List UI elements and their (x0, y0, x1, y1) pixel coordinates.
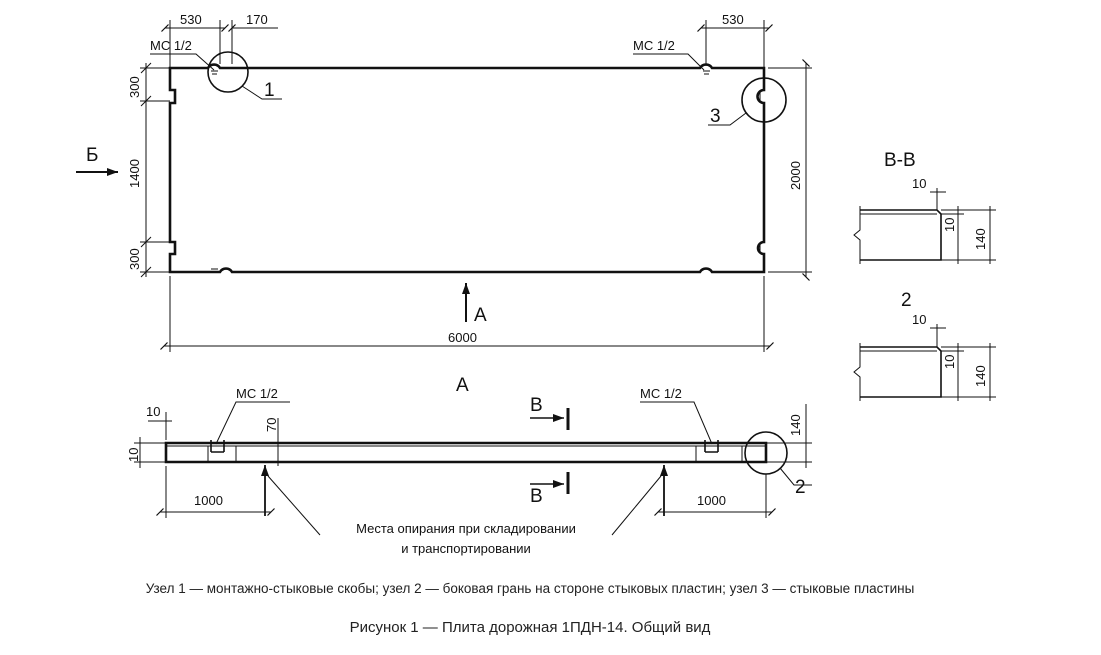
side-view-a: А МС 1/2 МС 1/2 10 10 70 140 (126, 375, 812, 556)
bracket-mark-top-right (703, 70, 710, 75)
dim-170: 170 (246, 12, 268, 27)
bracket-side-left (210, 440, 225, 453)
node-2-detail: 2 10 10 140 (853, 290, 996, 401)
dim-530-right: 530 (722, 12, 744, 27)
figure-title: Рисунок 1 — Плита дорожная 1ПДН-14. Общи… (349, 619, 711, 636)
dim-300-top: 300 (127, 76, 142, 98)
break-line-vv (853, 206, 861, 264)
dim-140: 140 (788, 414, 803, 436)
view-arrow-b-label: Б (86, 145, 98, 166)
bracket-side-right (704, 440, 719, 453)
figure-note: Узел 1 — монтажно-стыковые скобы; узел 2… (145, 581, 915, 596)
node-1-label: 1 (264, 80, 275, 101)
slab-plan-outline (168, 63, 766, 274)
dim-1000-right: 1000 (697, 493, 726, 508)
view-arrow-a-label: А (474, 305, 487, 326)
dim-10-top: 10 (146, 404, 160, 419)
dim-2000: 2000 (788, 161, 803, 190)
node-2-detail-outline (860, 346, 942, 398)
dim-6000: 6000 (448, 330, 477, 345)
dim-10-left: 10 (126, 448, 141, 462)
node-2-dim-10-top: 10 (912, 312, 926, 327)
node-2-label: 2 (795, 477, 806, 498)
node-2-dim-140: 140 (973, 365, 988, 387)
node-3-label: 3 (710, 106, 721, 127)
section-vv: В-В 10 10 140 (853, 150, 996, 264)
node-1-circle (207, 51, 249, 93)
section-vv-dim-10-side: 10 (942, 218, 957, 232)
node-3-circle (741, 77, 787, 123)
section-2-title: 2 (901, 290, 912, 311)
section-vv-dim-10-top: 10 (912, 176, 926, 191)
view-a-title: А (456, 375, 469, 396)
ms-label-top-right: МС 1/2 (633, 38, 675, 53)
section-vv-title: В-В (884, 150, 916, 171)
node-2-dim-10-side: 10 (942, 355, 957, 369)
section-vv-outline (860, 209, 942, 261)
ms-label-side-left: МС 1/2 (236, 386, 278, 401)
plan-view: 530 170 530 МС 1/2 МС 1/2 1 3 300 1400 3… (76, 12, 812, 352)
dim-1000-left: 1000 (194, 493, 223, 508)
dim-1400: 1400 (127, 159, 142, 188)
support-note-line2: и транспортировании (401, 541, 531, 556)
bracket-mark-top-left (211, 70, 218, 75)
dim-530-left: 530 (180, 12, 202, 27)
cut-v-top-label: В (530, 395, 543, 416)
section-vv-dim-140: 140 (973, 228, 988, 250)
ms-label-side-right: МС 1/2 (640, 386, 682, 401)
break-line-node2 (853, 343, 861, 401)
dim-70: 70 (264, 418, 279, 432)
ms-label-top-left: МС 1/2 (150, 38, 192, 53)
cut-v-bottom-label: В (530, 486, 543, 507)
dim-300-bottom: 300 (127, 248, 142, 270)
support-note-line1: Места опирания при складировании (356, 521, 576, 536)
